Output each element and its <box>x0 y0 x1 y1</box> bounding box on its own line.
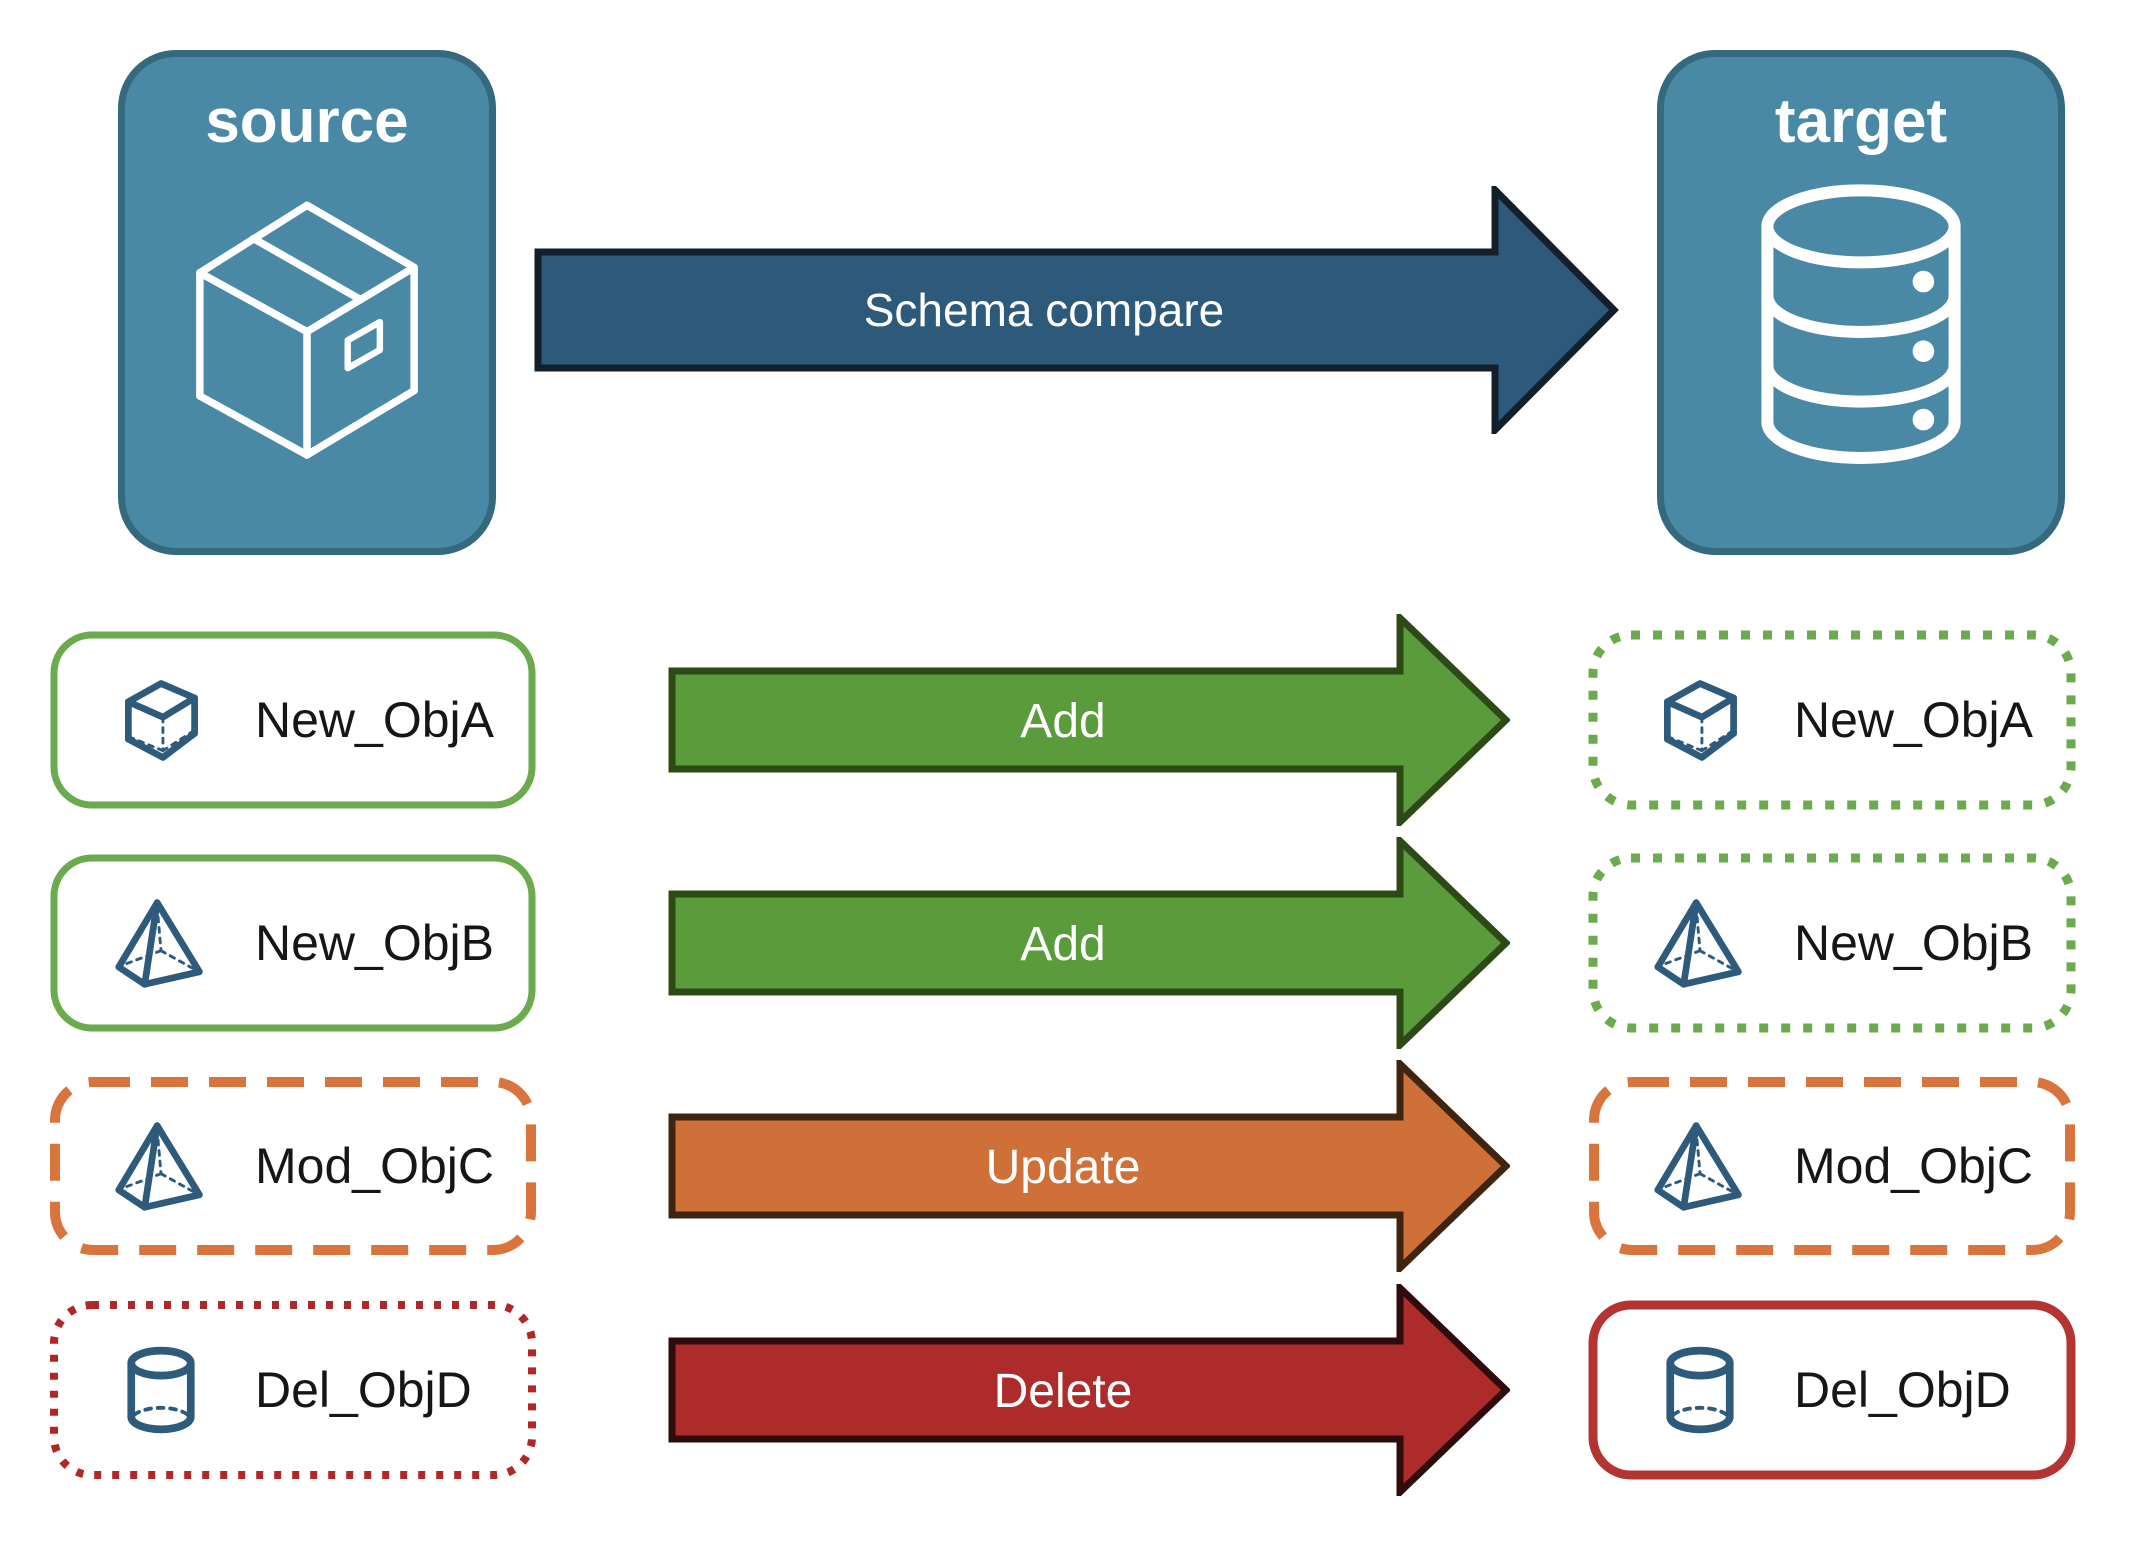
source-object-box: Mod_ObjC <box>49 1076 537 1256</box>
source-object-box: New_ObjA <box>49 630 537 810</box>
source-object-box: New_ObjB <box>49 853 537 1033</box>
schema-compare-arrow-shape <box>534 186 1619 434</box>
target-object-box: Mod_ObjC <box>1588 1076 2076 1256</box>
add-arrow-shape <box>668 614 1510 826</box>
target-node: target <box>1657 50 2065 555</box>
object-label: New_ObjB <box>1794 915 2033 971</box>
pyramid-icon <box>113 1118 209 1214</box>
database-icon <box>1761 184 1961 464</box>
source-object-box: Del_ObjD <box>49 1300 537 1480</box>
source-node: source <box>118 50 496 555</box>
add-arrow-label: Add <box>1020 918 1105 971</box>
cube-icon <box>113 672 209 768</box>
object-box-border <box>50 1301 536 1479</box>
update-arrow-label: Update <box>986 1141 1141 1194</box>
target-object-box: New_ObjB <box>1588 853 2076 1033</box>
add-arrow-label: Add <box>1020 695 1105 748</box>
object-label: New_ObjA <box>255 692 494 748</box>
schema-compare-arrow: Schema compare <box>534 186 1619 434</box>
object-label: Del_ObjD <box>255 1362 472 1418</box>
object-box-border <box>1588 630 2076 810</box>
target-node-title: target <box>1774 87 1948 156</box>
add-arrow: Add <box>668 837 1510 1049</box>
cylinder-icon <box>113 1342 209 1438</box>
update-arrow-shape <box>668 1060 1510 1272</box>
pyramid-icon <box>1652 1118 1748 1214</box>
object-label: New_ObjB <box>255 915 494 971</box>
target-object-box: New_ObjA <box>1588 630 2076 810</box>
object-label: Mod_ObjC <box>255 1138 494 1194</box>
delete-arrow: Delete <box>668 1284 1510 1496</box>
object-box-border <box>1589 1077 2075 1255</box>
object-box-border <box>1588 853 2076 1033</box>
object-box-border <box>50 854 536 1032</box>
object-box-border <box>50 631 536 809</box>
target-object-box: Del_ObjD <box>1588 1300 2076 1480</box>
object-label: New_ObjA <box>1794 692 2033 748</box>
delete-arrow-label: Delete <box>994 1365 1133 1418</box>
source-node-title: source <box>205 87 409 156</box>
delete-arrow-shape <box>668 1284 1510 1496</box>
pyramid-icon <box>1652 895 1748 991</box>
update-arrow: Update <box>668 1060 1510 1272</box>
cube-icon <box>1652 672 1748 768</box>
object-box-border <box>1588 1300 2076 1480</box>
pyramid-icon <box>113 895 209 991</box>
object-box-border <box>50 1077 536 1255</box>
object-label: Mod_ObjC <box>1794 1138 2033 1194</box>
cylinder-icon <box>1652 1342 1748 1438</box>
object-label: Del_ObjD <box>1794 1362 2011 1418</box>
schema-compare-label: Schema compare <box>864 284 1225 336</box>
package-icon <box>196 201 418 459</box>
add-arrow-shape <box>668 837 1510 1049</box>
add-arrow: Add <box>668 614 1510 826</box>
